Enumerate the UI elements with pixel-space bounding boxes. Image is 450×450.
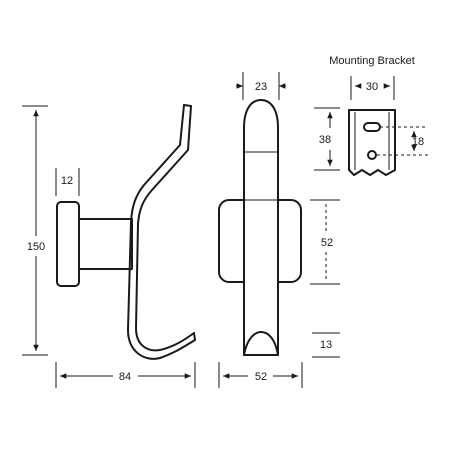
side-projection-label: 84: [119, 371, 131, 383]
bracket-slot-spacing-label: 18: [412, 136, 424, 148]
side-rose: [56, 201, 80, 287]
bracket-plate: [348, 109, 396, 176]
front-upper-height-dimension: 38: [314, 107, 340, 171]
front-top-width-dimension: 23: [236, 72, 286, 100]
front-rose-width-label: 52: [255, 371, 267, 383]
front-rose-height-dimension: 52: [310, 199, 340, 285]
front-rose-width-dimension: 52: [218, 362, 303, 388]
side-hook-outer: [127, 104, 196, 360]
front-hook-tip-curve: [243, 331, 279, 356]
bracket-width-dimension: 30: [350, 76, 395, 100]
front-hook-body: [243, 99, 279, 356]
front-rose-height-label: 52: [321, 237, 333, 249]
side-hook-inner: [135, 105, 195, 352]
bracket-slot-spacing-dimension: 18: [377, 126, 428, 156]
side-hook-top-cap: [183, 104, 192, 107]
front-view: [218, 99, 302, 356]
bracket-width-label: 30: [366, 81, 378, 93]
side-view: [56, 104, 196, 360]
side-rose-thickness-label: 12: [61, 175, 73, 187]
bracket-drawing: [348, 109, 396, 176]
side-height-dimension: 150: [22, 105, 48, 356]
side-hook-tip-cap: [193, 332, 196, 341]
side-stem: [78, 218, 133, 270]
bracket-lower-hole: [367, 150, 377, 160]
front-tip-height-label: 13: [320, 339, 332, 351]
side-projection-dimension: 84: [55, 362, 196, 388]
front-tip-height-dimension: 13: [312, 332, 340, 358]
bracket-upper-slot: [363, 122, 381, 132]
front-top-width-label: 23: [255, 81, 267, 93]
side-height-label: 150: [27, 241, 45, 253]
bracket-title: Mounting Bracket: [329, 55, 415, 67]
side-rose-thickness-dimension: 12: [55, 168, 80, 196]
front-upper-height-label: 38: [319, 134, 331, 146]
